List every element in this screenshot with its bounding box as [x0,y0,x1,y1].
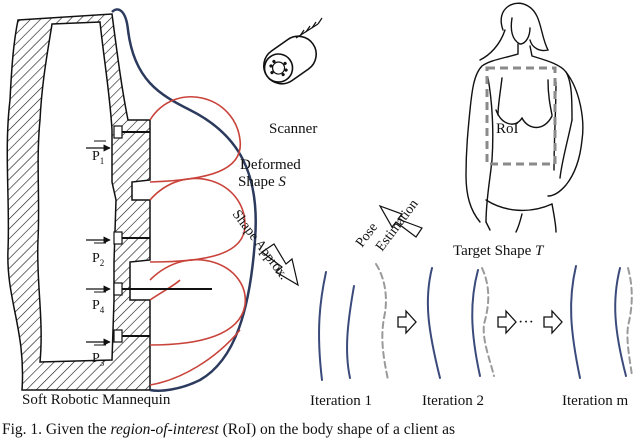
piston-p1: P1 [86,125,150,166]
piston-p2: P2 [86,231,150,268]
piston-p1-label: P1 [92,149,104,166]
roi-label: RoI [496,121,519,137]
mannequin-label: Soft Robotic Mannequin [22,392,171,408]
mannequin-body [6,13,151,391]
figure-caption: Fig. 1. Given the region-of-interest (Ro… [2,421,640,439]
process-arrow-2 [497,309,517,335]
ellipsis-dots: ··· [518,314,534,331]
scanner-label: Scanner [269,121,317,137]
roi-box [485,66,557,166]
pose-estimation-arrow [378,204,423,238]
iteration-curves [318,263,633,381]
process-arrow-3 [543,309,563,335]
target-figure [465,2,584,233]
piston-p3: P3 [86,329,150,368]
iteration-m-label: Iteration m [562,393,629,409]
shape-approx-label: Shape Approx. [229,207,291,282]
deformed-label-line2: Shape S [238,174,286,190]
target-label: Target Shape T [453,243,545,259]
piston-p4: P4 [86,282,212,315]
deformed-shape-outline [111,8,257,392]
caption-prefix: Fig. 1. Given the [2,421,111,438]
shape-approx-arrow [260,243,299,287]
caption-emphasis: region-of-interest [110,421,219,438]
scanner-icon [263,17,323,85]
iteration-1-label: Iteration 1 [310,393,372,409]
piston-p3-label: P3 [92,351,105,368]
process-arrow-1 [397,309,417,335]
piston-p2-label: P2 [92,251,104,268]
caption-suffix: (RoI) on the body shape of a client as [218,421,456,438]
deformed-label-line1: Deformed [240,157,301,173]
iteration-2-label: Iteration 2 [422,393,484,409]
piston-p4-label: P4 [92,298,105,315]
